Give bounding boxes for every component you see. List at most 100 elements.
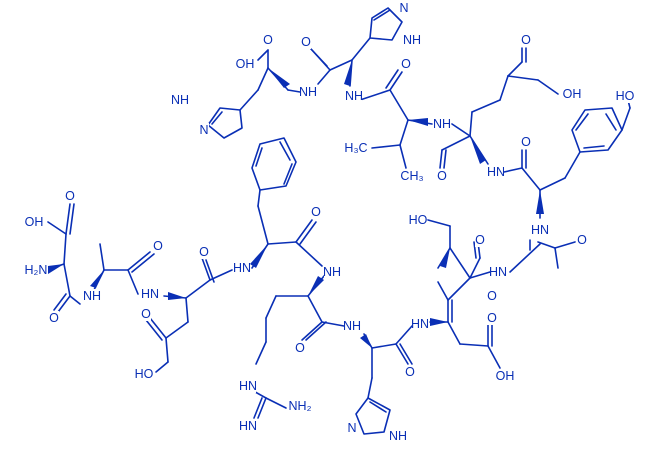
label-background [390, 429, 406, 443]
label-background [49, 311, 59, 325]
atom-label-phe-hn: HN [233, 261, 251, 275]
atom-label-glu-top-nh: NH [433, 117, 451, 131]
atom-label-his3-nh: NH [343, 319, 361, 333]
atom-label-glu-low-o: O [199, 245, 209, 259]
label-background [295, 341, 305, 355]
label-background [410, 213, 426, 227]
label-background [199, 123, 209, 137]
label-background [324, 265, 340, 279]
label-background [344, 141, 368, 155]
atom-label-tyr-o: O [521, 135, 531, 149]
label-background [263, 33, 273, 47]
atom-label-val-o: O [401, 57, 411, 71]
atom-label-ser-hn: HN [489, 265, 507, 279]
atom-label-glu-low-hn: HN [141, 287, 159, 301]
label-background [240, 379, 256, 393]
label-background [521, 33, 531, 47]
label-background [237, 57, 253, 71]
label-background [487, 289, 497, 303]
atom-label-asp-top-oh: OH [25, 215, 44, 229]
atom-label-ala-o: O [153, 239, 163, 253]
atom-label-asp-top-amide-o: O [49, 311, 59, 325]
atom-label-val-h3c: H₃C [344, 141, 367, 155]
label-background [412, 317, 428, 331]
atom-label-arg-o: O [295, 341, 305, 355]
atom-label-asp-low-hn: HN [411, 317, 429, 331]
bond-network [45, 7, 631, 435]
label-background [487, 311, 497, 325]
label-background [404, 33, 420, 47]
atom-label-val-ch3: CH₃ [400, 169, 423, 183]
atom-label-his-top-nh-ring: NH [171, 93, 189, 107]
atom-label-asp-low-oh: OH [496, 369, 515, 383]
atom-label-arg-hn: HN [239, 379, 257, 393]
label-background [490, 265, 506, 279]
atom-label-his3-nh-ring: NH [389, 429, 407, 443]
label-background [301, 35, 311, 49]
label-background [24, 263, 48, 277]
atom-label-his-top-n-ring: N [199, 123, 208, 137]
atom-label-asp-top-h2n: H₂N [25, 263, 48, 277]
label-background [26, 215, 42, 229]
label-background [400, 169, 424, 183]
label-background [234, 261, 250, 275]
atom-label-his3-n-ring: N [347, 421, 356, 435]
atom-label-glu-top-oh: OH [563, 87, 582, 101]
label-background [344, 319, 360, 333]
label-background [437, 169, 447, 183]
stereo-wedges [48, 60, 544, 348]
label-background [434, 117, 450, 131]
atom-label-arg-hn-imine: HN [239, 419, 257, 433]
atom-label-glu-top-amide-o: O [437, 169, 447, 183]
label-background [577, 233, 587, 247]
atom-label-his2-o: O [301, 35, 311, 49]
atom-label-his-top-oh: OH [236, 57, 255, 71]
atom-label-glu-low-ho: HO [135, 367, 154, 381]
label-background [347, 421, 357, 435]
label-background [521, 135, 531, 149]
atom-label-his-top-o: O [263, 33, 273, 47]
label-background [401, 57, 411, 71]
label-background [136, 367, 152, 381]
label-background [199, 245, 209, 259]
label-background [153, 239, 163, 253]
atom-label-his2-n-ring: N [399, 1, 408, 15]
label-background [84, 289, 100, 303]
label-background [346, 89, 362, 103]
atom-label-gly-hn: HN [531, 223, 549, 237]
atom-label-ala-nh: NH [83, 289, 101, 303]
atom-label-arg-nh2: NH₂ [289, 399, 312, 413]
label-background [497, 369, 513, 383]
atom-label-ser-ho: HO [409, 213, 428, 227]
label-background [240, 419, 256, 433]
label-background [288, 399, 312, 413]
atom-label-asp-top-o: O [65, 189, 75, 203]
label-background [172, 93, 188, 107]
label-background [399, 1, 409, 15]
label-background [65, 189, 75, 203]
atom-label-phe-o: O [311, 205, 321, 219]
label-background [141, 307, 151, 321]
label-background [488, 165, 504, 179]
atom-label-tyr-ho: HO [616, 89, 635, 103]
atom-label-glu-low-acid-o: O [141, 307, 151, 321]
atom-label-arg-nh: NH [323, 265, 341, 279]
atom-labels: OHONHNNHONNHNHOH₃CCH₃OOHNHOHOOHNHNOHOOHN… [24, 1, 635, 443]
atom-label-tyr-hn: HN [487, 165, 505, 179]
label-background [475, 233, 485, 247]
label-background [532, 223, 548, 237]
label-background [311, 205, 321, 219]
label-background [300, 85, 316, 99]
atom-label-ser-o: O [475, 233, 485, 247]
atom-label-his2-nh-ring: NH [403, 33, 421, 47]
atom-label-his3-o: O [405, 365, 415, 379]
label-background [564, 87, 580, 101]
label-background [405, 365, 415, 379]
atom-label-asp-low-acid-o: O [487, 311, 497, 325]
atom-label-gly-o: O [577, 233, 587, 247]
label-background [142, 287, 158, 301]
atom-label-glu-top-o: O [521, 33, 531, 47]
atom-label-his-top-amide-nh: NH [299, 85, 317, 99]
